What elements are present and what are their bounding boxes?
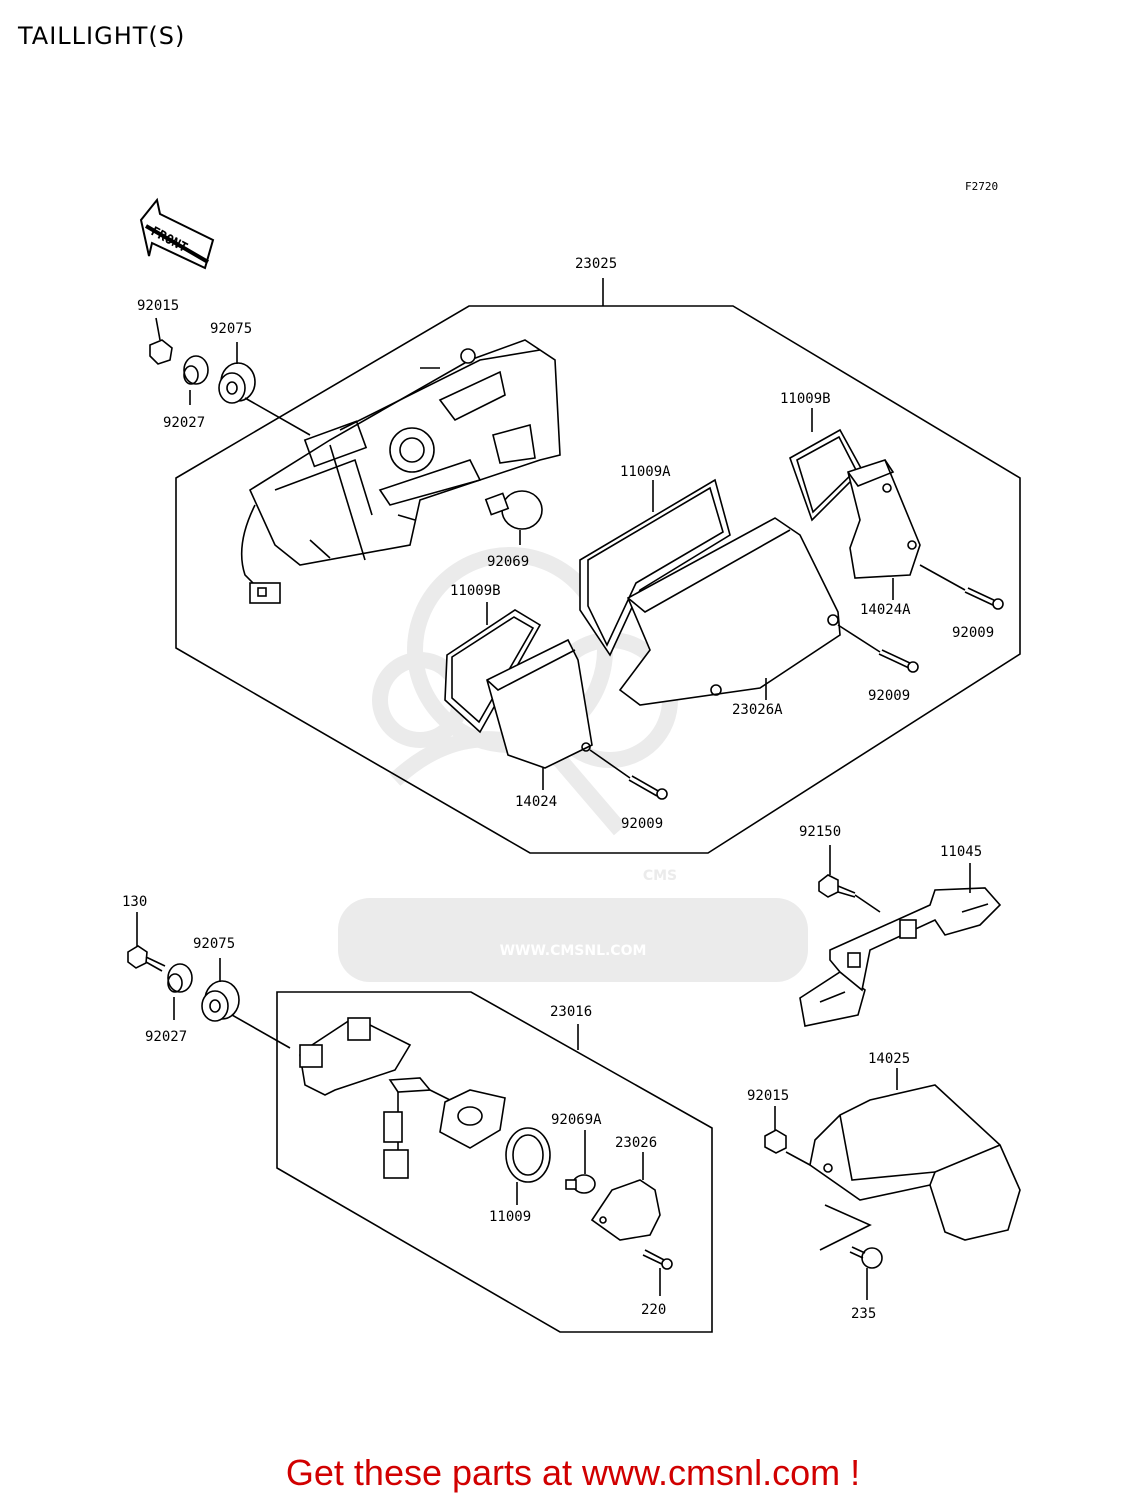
gasket-11009B-right xyxy=(789,408,863,522)
bracket-11045 xyxy=(799,863,1002,1027)
lens-14024 xyxy=(486,638,593,790)
bolt-130 xyxy=(127,912,166,972)
label-92009-right: 92009 xyxy=(952,625,994,641)
taillight-housing xyxy=(240,339,561,604)
lens-14024A xyxy=(847,459,921,600)
label-23026A: 23026A xyxy=(732,702,783,718)
gasket-11009A xyxy=(579,478,731,657)
bulb-92069 xyxy=(484,490,543,545)
screw-92009-right xyxy=(919,564,1004,610)
nut-92015-bottom xyxy=(764,1106,811,1166)
label-92150: 92150 xyxy=(799,824,841,840)
label-11045: 11045 xyxy=(940,844,982,860)
label-14024: 14024 xyxy=(515,794,557,810)
label-130: 130 xyxy=(122,894,147,910)
watermark-brand: CMS xyxy=(643,868,677,884)
label-14024A: 14024A xyxy=(860,602,911,618)
watermark-url: WWW.CMSNL.COM xyxy=(500,943,647,959)
label-92075-top: 92075 xyxy=(210,321,252,337)
label-92075-bottom: 92075 xyxy=(193,936,235,952)
collar-92027-bottom xyxy=(167,963,193,1020)
label-92069A: 92069A xyxy=(551,1112,602,1128)
page-title: TAILLIGHT(S) xyxy=(18,22,186,50)
watermark: CMS WWW.CMSNL.COM xyxy=(338,547,808,982)
screw-92009-bottom xyxy=(589,749,668,800)
label-92015-bottom: 92015 xyxy=(747,1088,789,1104)
bulb-92069A xyxy=(565,1130,596,1194)
label-23016: 23016 xyxy=(550,1004,592,1020)
cover-14025 xyxy=(809,1068,1021,1251)
bolt-92150 xyxy=(818,845,881,913)
label-92027-top: 92027 xyxy=(163,415,205,431)
lens-23026A xyxy=(618,517,841,706)
label-23025: 23025 xyxy=(575,256,617,272)
grommet-92075-top xyxy=(218,342,311,436)
license-light-socket-bracket xyxy=(299,1017,506,1179)
label-92015-top: 92015 xyxy=(137,298,179,314)
assembly-23025-outline xyxy=(175,305,1021,854)
label-11009B-right: 11009B xyxy=(780,391,831,407)
label-92069: 92069 xyxy=(487,554,529,570)
assembly-23016-outline xyxy=(276,991,713,1333)
label-11009: 11009 xyxy=(489,1209,531,1225)
footer-promo-link[interactable]: Get these parts at www.cmsnl.com ! xyxy=(285,1452,861,1493)
screw-235 xyxy=(849,1246,883,1300)
label-14025: 14025 xyxy=(868,1051,910,1067)
part-labels: 23025 92015 92075 92027 11009B 11009A 92… xyxy=(122,256,994,1322)
grommet-92075-bottom xyxy=(201,958,291,1049)
oring-11009 xyxy=(505,1127,551,1205)
figure-code: F2720 xyxy=(965,180,998,193)
lens-23026 xyxy=(590,1152,661,1241)
nut-92015-top xyxy=(149,317,173,365)
label-11009A: 11009A xyxy=(620,464,671,480)
collar-92027-top xyxy=(183,355,209,405)
label-11009B-left: 11009B xyxy=(450,583,501,599)
label-92009-mid: 92009 xyxy=(868,688,910,704)
front-arrow-icon: FRONT xyxy=(139,197,215,270)
label-235: 235 xyxy=(851,1306,876,1322)
label-220: 220 xyxy=(641,1302,666,1318)
label-92027-bottom: 92027 xyxy=(145,1029,187,1045)
label-23026: 23026 xyxy=(615,1135,657,1151)
screw-92009-mid xyxy=(837,624,919,673)
label-92009-bottom: 92009 xyxy=(621,816,663,832)
screw-220 xyxy=(642,1249,673,1296)
